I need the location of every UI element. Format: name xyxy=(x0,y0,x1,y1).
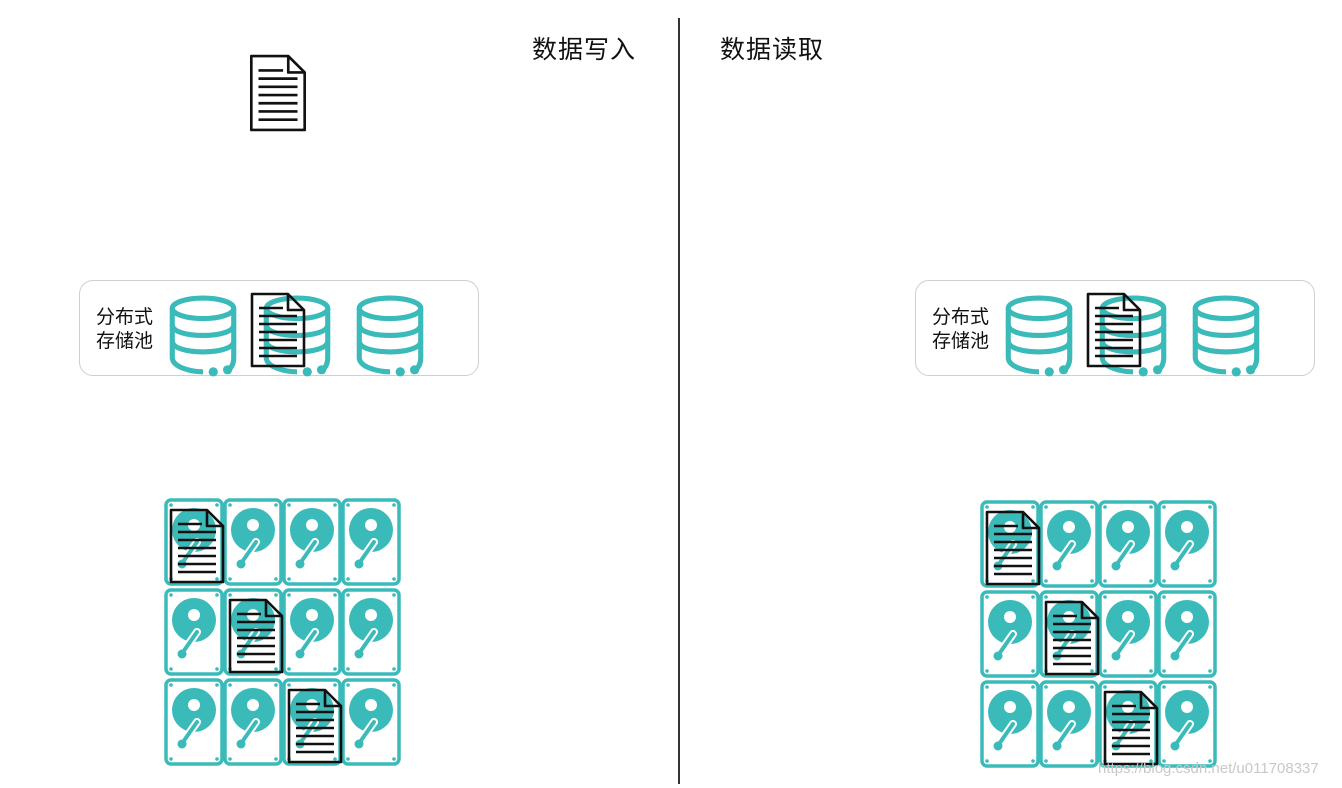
document-icon xyxy=(249,54,307,132)
pool-label-line1: 分布式 xyxy=(96,306,154,328)
document-icon xyxy=(1086,292,1142,368)
disk-grid-read xyxy=(980,500,1224,780)
disk-grid-svg xyxy=(164,498,408,774)
hard-disk-icon xyxy=(225,500,281,584)
hard-disk-icon xyxy=(982,592,1038,676)
database-icon xyxy=(355,294,425,378)
pool-label-line2: 存储池 xyxy=(96,330,154,352)
hard-disk-icon xyxy=(1159,682,1215,766)
pool-label-line1: 分布式 xyxy=(932,306,990,328)
read-title: 数据读取 xyxy=(720,35,825,64)
hard-disk-icon xyxy=(166,590,222,674)
disk-grid-svg xyxy=(980,500,1224,776)
storage-pool-read: 分布式 存储池 xyxy=(915,280,1315,376)
storage-pool-write: 分布式 存储池 xyxy=(79,280,479,376)
hard-disk-icon xyxy=(343,680,399,764)
watermark: https://blog.csdn.net/u011708337 xyxy=(1098,760,1319,777)
hard-disk-icon xyxy=(1100,592,1156,676)
hard-disk-icon xyxy=(1041,682,1097,766)
hard-disk-icon xyxy=(225,680,281,764)
hard-disk-icon xyxy=(284,590,340,674)
section-divider xyxy=(678,18,680,784)
hard-disk-icon xyxy=(1159,592,1215,676)
hard-disk-icon xyxy=(166,680,222,764)
pool-label: 分布式 存储池 xyxy=(96,305,153,353)
hard-disk-icon xyxy=(982,682,1038,766)
database-icon xyxy=(168,294,238,378)
hard-disk-icon xyxy=(343,500,399,584)
pool-label-line2: 存储池 xyxy=(932,330,990,352)
database-icon xyxy=(1004,294,1074,378)
hard-disk-icon xyxy=(284,500,340,584)
hard-disk-icon xyxy=(1041,502,1097,586)
hard-disk-icon xyxy=(1159,502,1215,586)
hard-disk-icon xyxy=(343,590,399,674)
write-title: 数据写入 xyxy=(532,35,637,64)
document-icon xyxy=(250,292,306,368)
pool-label: 分布式 存储池 xyxy=(932,305,989,353)
database-icon xyxy=(1191,294,1261,378)
hard-disk-icon xyxy=(1100,502,1156,586)
disk-grid-write xyxy=(164,498,408,778)
